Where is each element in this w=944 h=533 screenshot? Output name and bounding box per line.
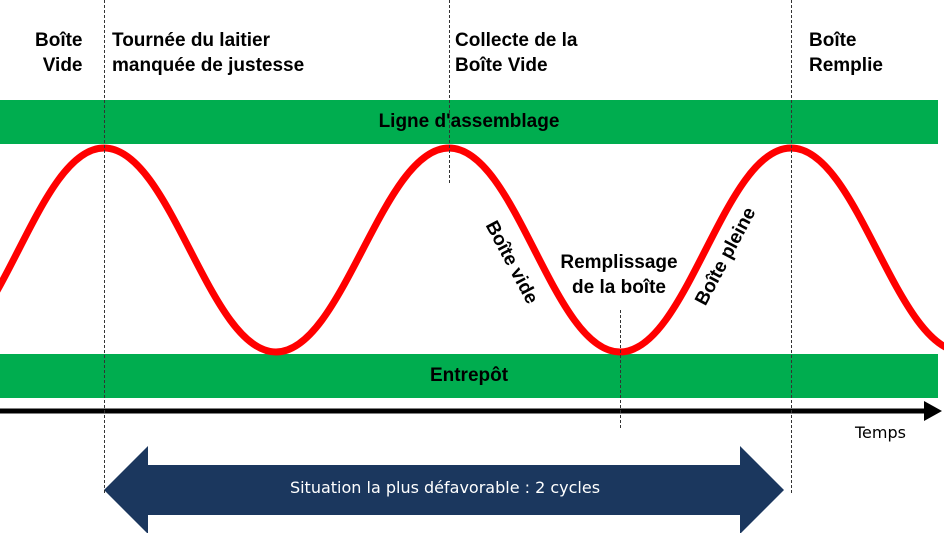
time-axis-arrowhead — [924, 401, 942, 421]
label-boite-remplie: Boîte Remplie — [809, 28, 883, 78]
label-line: Collecte de la — [455, 30, 578, 51]
label-line: Remplie — [809, 55, 883, 76]
label-line: Boîte Vide — [455, 55, 548, 76]
warehouse-label: Entrepôt — [429, 365, 509, 386]
label-remplissage: Remplissage de la boîte — [552, 250, 686, 300]
time-axis-label: Temps — [855, 423, 906, 442]
label-boite-vide: Boîte Vide — [35, 28, 83, 78]
span-arrow-label: Situation la plus défavorable : 2 cycles — [289, 478, 601, 497]
label-line: Tournée du laitier — [112, 30, 271, 51]
label-line: de la boîte — [572, 277, 666, 298]
label-line: Boîte — [809, 30, 857, 51]
label-tournee-manquee: Tournée du laitier manquée de justesse — [112, 28, 304, 78]
label-line: Boîte — [35, 30, 83, 51]
label-line: Remplissage — [560, 252, 678, 273]
assembly-line-bar: Ligne d'assemblage — [0, 100, 938, 144]
warehouse-bar: Entrepôt — [0, 354, 938, 398]
assembly-line-label: Ligne d'assemblage — [378, 111, 560, 132]
label-line: manquée de justesse — [112, 55, 305, 76]
label-line: Vide — [42, 55, 83, 76]
material-flow-curve — [0, 144, 944, 356]
label-collecte-boite-vide: Collecte de la Boîte Vide — [455, 28, 578, 78]
span-double-arrow — [104, 446, 784, 533]
